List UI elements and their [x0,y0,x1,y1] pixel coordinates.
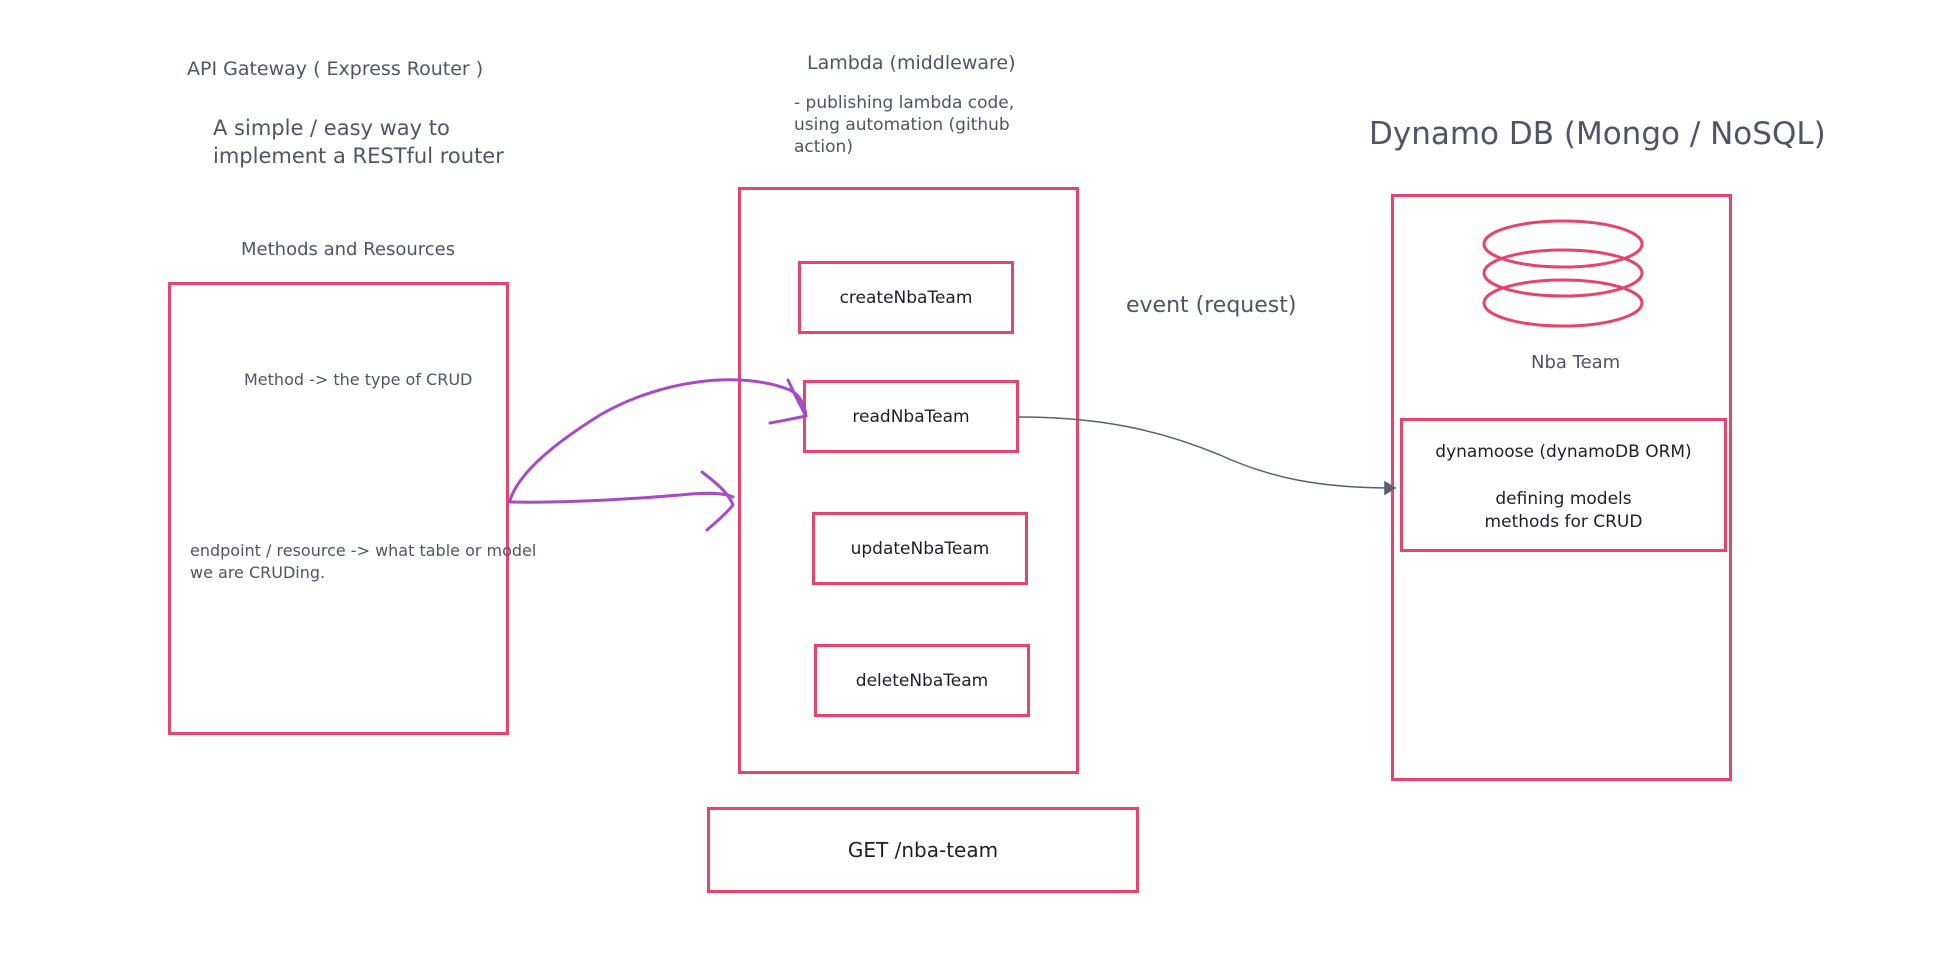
api-gateway-box [168,282,509,735]
lambda-note-line3: action) [794,137,853,157]
database-icon [1482,219,1644,328]
lambda-note-line1: - publishing lambda code, [794,93,1015,113]
delete-nba-team-function[interactable]: deleteNbaTeam [814,644,1030,717]
get-nba-team-request[interactable]: GET /nba-team [707,807,1139,893]
lambda-note-line2: using automation (github [794,115,1010,135]
gray-arrow-to-orm [1018,416,1397,496]
method-note: Method -> the type of CRUD [244,370,473,389]
dynamoose-orm-box: dynamoose (dynamoDB ORM) defining models… [1400,418,1727,552]
create-nba-team-function[interactable]: createNbaTeam [798,261,1014,334]
nba-team-table-label: Nba Team [1531,352,1621,373]
orm-methods-for-crud: methods for CRUD [1484,511,1643,532]
purple-arrow-to-read [508,378,808,502]
orm-defining-models: defining models [1495,488,1632,509]
endpoint-note-line1: endpoint / resource -> what table or mod… [190,541,537,560]
endpoint-note-line2: we are CRUDing. [190,563,326,582]
api-gateway-description-line2: implement a RESTful router [213,144,504,168]
api-gateway-title: API Gateway ( Express Router ) [187,58,484,80]
lambda-title: Lambda (middleware) [807,52,1016,74]
update-nba-team-function[interactable]: updateNbaTeam [812,512,1028,585]
event-request-label: event (request) [1126,293,1297,318]
dynamo-title: Dynamo DB (Mongo / NoSQL) [1369,116,1826,152]
methods-heading: Methods and Resources [241,239,456,260]
lambda-box [738,187,1079,774]
api-gateway-description-line1: A simple / easy way to [213,116,450,140]
purple-arrow-to-lambda [508,470,735,532]
orm-title: dynamoose (dynamoDB ORM) [1435,442,1692,462]
